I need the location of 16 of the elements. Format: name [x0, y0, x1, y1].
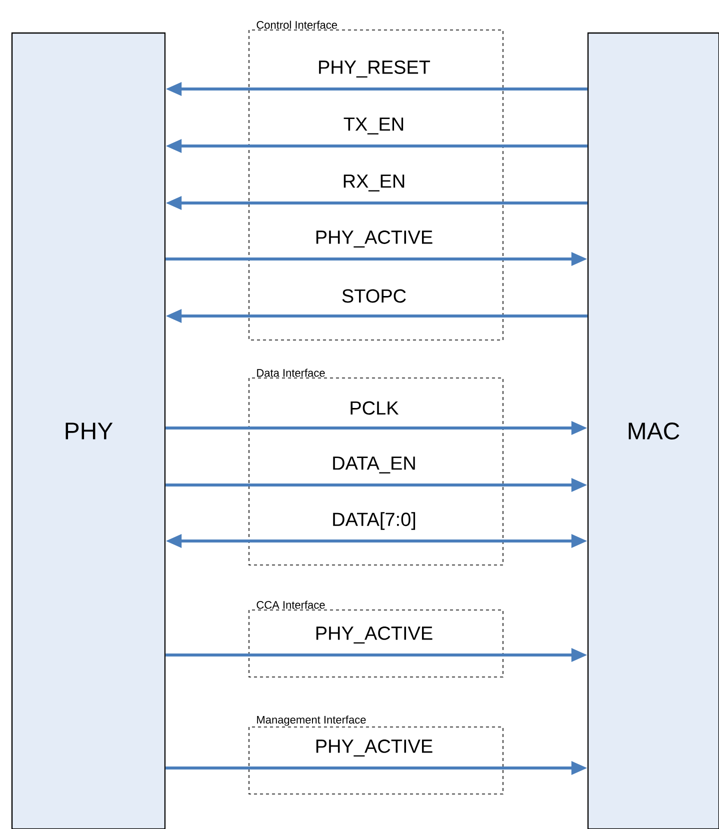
group-heading: Data Interface	[257, 368, 325, 377]
group-heading: Management Interface	[257, 716, 366, 726]
group-heading: Control Interface	[256, 20, 338, 29]
edge-label: PHY_ACTIVE	[316, 739, 432, 757]
group-heading: CCA Interface	[256, 600, 325, 609]
edge-label: PHY_ACTIVE	[316, 230, 432, 248]
edge-label: PHY_ACTIVE	[316, 626, 432, 644]
edge-label: STOPC	[342, 289, 406, 303]
edge-label: TX_EN	[344, 118, 404, 134]
edge-label: RX_EN	[344, 174, 404, 192]
edge-label: DATA_EN	[333, 456, 415, 474]
block-box: PHY	[11, 32, 166, 829]
edge-label: DATA[7:0]	[333, 512, 416, 530]
edge-label: PHY_RESET	[319, 60, 430, 78]
block-box: MAC	[587, 32, 719, 829]
edge-label: PCLK	[350, 401, 399, 415]
